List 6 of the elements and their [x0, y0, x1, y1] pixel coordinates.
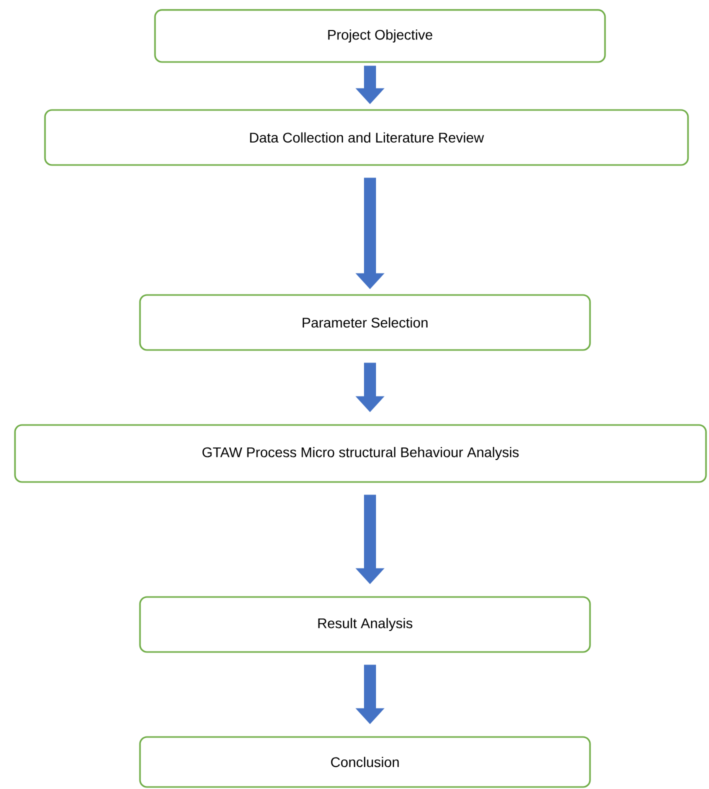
process-box: Data Collection and Literature Review — [44, 109, 689, 166]
process-box: Parameter Selection — [139, 294, 591, 351]
process-box: GTAW Process Micro structural Behaviour Analysis — [14, 424, 707, 483]
process-box: Result Analysis — [139, 596, 591, 653]
process-box: Project Objective — [154, 9, 606, 63]
process-box: Conclusion — [139, 736, 591, 788]
